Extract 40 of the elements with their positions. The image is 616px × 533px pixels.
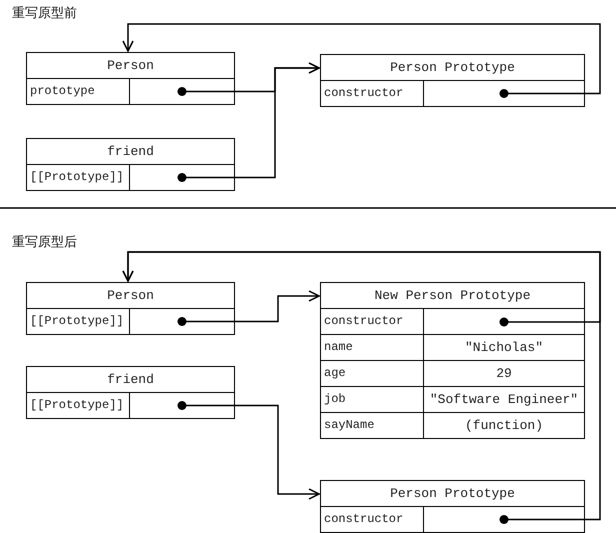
property-name: age xyxy=(321,361,424,386)
table-header: Person Prototype xyxy=(321,481,584,507)
table-row xyxy=(321,361,584,387)
pointer-arrow xyxy=(122,23,601,98)
table-header: Person xyxy=(27,283,234,309)
table-header: friend xyxy=(27,139,234,165)
pointer-arrow xyxy=(178,401,320,500)
table-row xyxy=(321,309,584,335)
property-name: job xyxy=(321,387,424,412)
table-row xyxy=(321,335,584,361)
object-table xyxy=(26,282,235,335)
table-header: New Person Prototype xyxy=(321,283,584,309)
pointer-arrow xyxy=(178,290,320,326)
property-value: 29 xyxy=(495,365,513,383)
property-name: constructor xyxy=(321,81,424,106)
property-value: "Nicholas" xyxy=(464,339,544,357)
property-name: sayName xyxy=(321,413,424,438)
object-table xyxy=(320,282,585,439)
object-table xyxy=(26,52,235,105)
section-heading: 重写原型前 xyxy=(12,5,77,22)
object-table xyxy=(26,138,235,191)
table-row xyxy=(321,387,584,413)
table-header: Person Prototype xyxy=(321,55,584,81)
property-name: constructor xyxy=(321,309,424,334)
object-table xyxy=(320,480,585,533)
pointer-arrow xyxy=(122,251,601,524)
property-value: "Software Engineer" xyxy=(428,391,580,409)
property-name: [[Prototype]] xyxy=(27,393,130,418)
property-name: [[Prototype]] xyxy=(27,309,130,334)
property-name: name xyxy=(321,335,424,360)
property-name: prototype xyxy=(27,79,130,104)
property-name: [[Prototype]] xyxy=(27,165,130,190)
table-header: Person xyxy=(27,53,234,79)
property-name: constructor xyxy=(321,507,424,532)
section-heading: 重写原型后 xyxy=(12,234,77,251)
table-header: friend xyxy=(27,367,234,393)
property-value: (function) xyxy=(464,417,544,435)
pointer-arrow xyxy=(178,62,320,182)
object-table xyxy=(26,366,235,419)
object-table xyxy=(320,54,585,107)
